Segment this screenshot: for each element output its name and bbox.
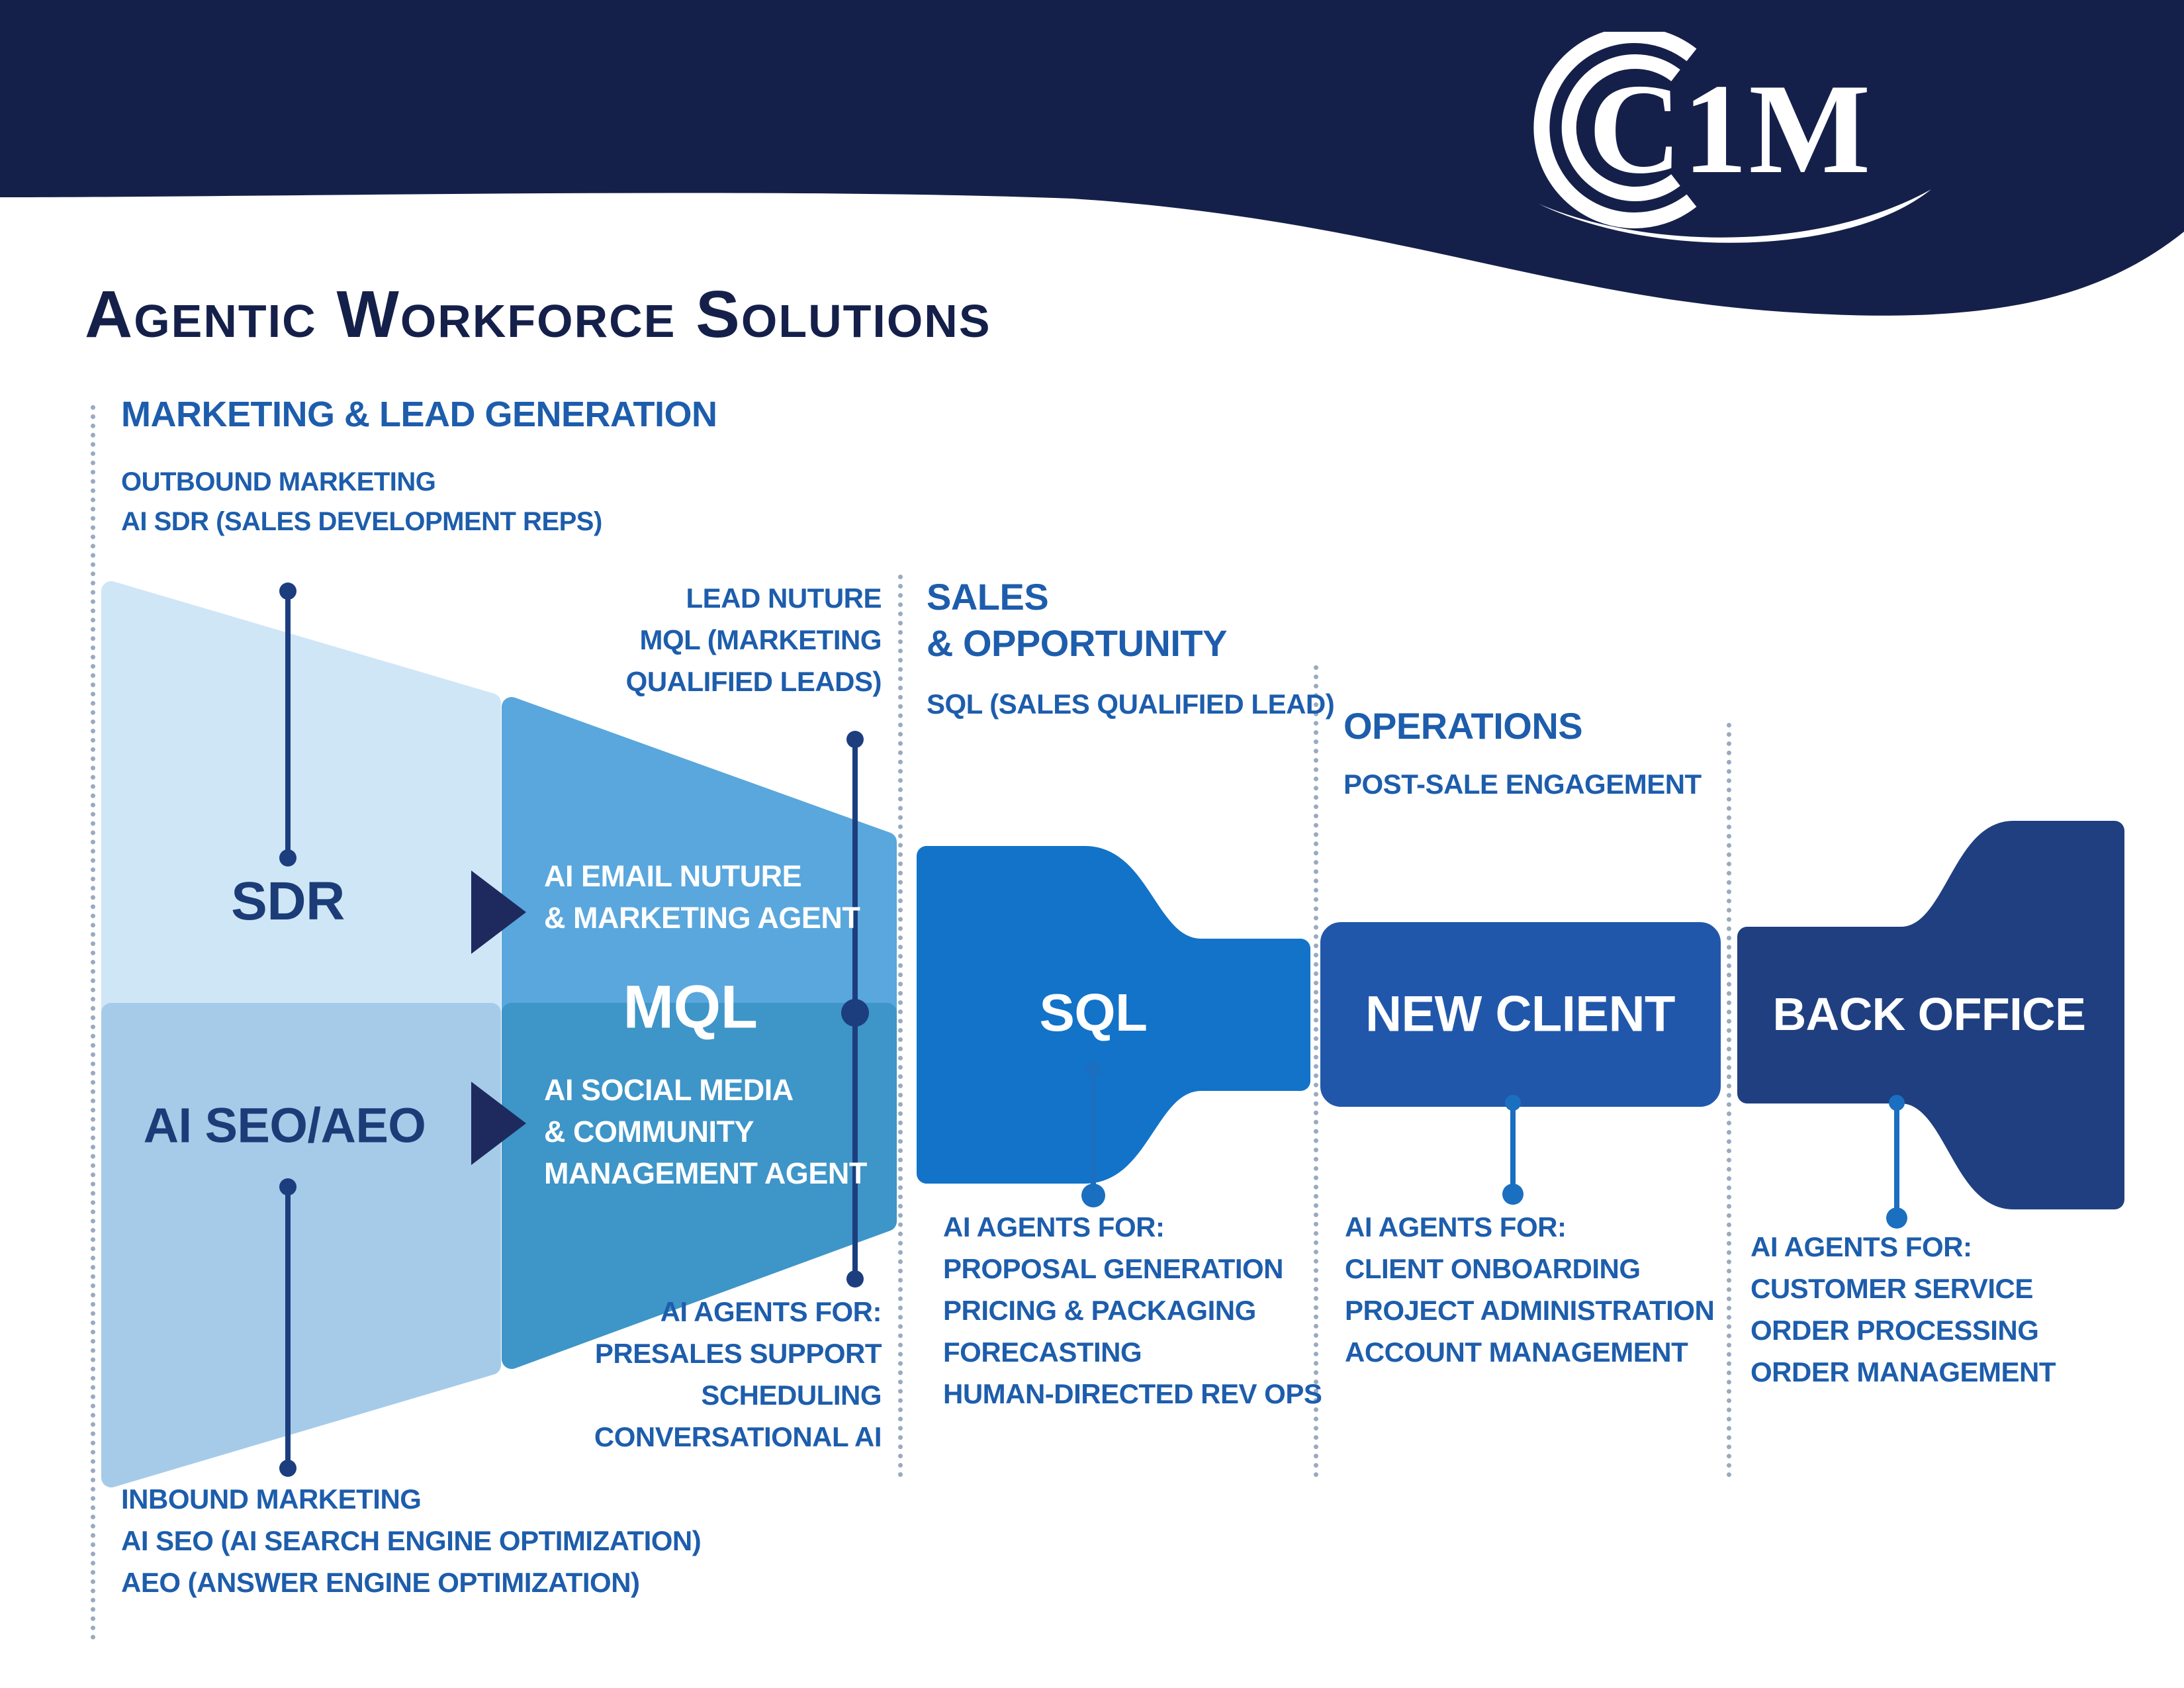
agents-heading: AI AGENTS FOR:	[943, 1211, 1165, 1243]
agents-item: HUMAN-DIRECTED REV OPS	[943, 1378, 1322, 1409]
sdr-shape	[101, 581, 501, 1023]
lead-nurture-annotation: LEAD NUTURE MQL (MARKETING QUALIFIED LEA…	[549, 577, 882, 702]
sql-agents-block: AI AGENTS FOR: PROPOSAL GENERATION PRICI…	[943, 1206, 1322, 1415]
divider-marketing-left	[91, 405, 95, 1640]
seo-connector	[279, 1178, 296, 1477]
c1m-logo: C1M	[1533, 32, 1931, 243]
mql-bottom-agent-text: AI SOCIAL MEDIA & COMMUNITY MANAGEMENT A…	[544, 1073, 867, 1190]
inbound-line: AEO (ANSWER ENGINE OPTIMIZATION)	[121, 1567, 640, 1598]
new-client-shape	[1320, 922, 1721, 1107]
logo-inner-crescent-icon	[1561, 54, 1680, 201]
new-client-agents-block: AI AGENTS FOR: CLIENT ONBOARDING PROJECT…	[1345, 1206, 1715, 1373]
sales-detail: SQL (SALES QUALIFIED LEAD)	[927, 688, 1335, 720]
agents-heading: AI AGENTS FOR:	[1345, 1211, 1567, 1243]
divider-backoffice-left	[1727, 723, 1731, 1477]
seo-aeo-label: AI SEO/AEO	[143, 1098, 426, 1153]
marketing-subheading: OUTBOUND MARKETING	[121, 467, 436, 496]
lead-nurture-heading: LEAD NUTURE	[686, 583, 882, 614]
marketing-heading: MARKETING & LEAD GENERATION	[121, 395, 717, 434]
agents-item: SCHEDULING	[701, 1380, 882, 1411]
agents-item: PRESALES SUPPORT	[594, 1338, 882, 1369]
lead-nurture-detail: MQL (MARKETING QUALIFIED LEADS)	[625, 624, 882, 697]
logo-wave-swoosh-icon	[1539, 189, 1931, 243]
back-office-label: BACK OFFICE	[1772, 988, 2086, 1040]
sql-connector	[1081, 1061, 1105, 1207]
mql-label: MQL	[623, 973, 758, 1041]
sdr-label: SDR	[231, 871, 345, 931]
presales-agents-block: AI AGENTS FOR: PRESALES SUPPORT SCHEDULI…	[549, 1291, 882, 1458]
logo-wordmark: C1M	[1588, 58, 1872, 201]
inbound-line: AI SEO (AI SEARCH ENGINE OPTIMIZATION)	[121, 1525, 702, 1556]
agents-item: CLIENT ONBOARDING	[1345, 1253, 1641, 1284]
divider-sales-left	[898, 575, 903, 1477]
sales-heading: SALES & OPPORTUNITY	[927, 576, 1227, 664]
agents-item: CONVERSATIONAL AI	[594, 1421, 882, 1452]
operations-detail: POST-SALE ENGAGEMENT	[1343, 769, 1702, 800]
inbound-marketing-block: INBOUND MARKETING AI SEO (AI SEARCH ENGI…	[121, 1478, 702, 1603]
logo-outer-crescent-icon	[1533, 32, 1697, 228]
seo-aeo-shape	[101, 1003, 501, 1487]
divider-operations-left	[1314, 665, 1318, 1477]
inbound-heading: INBOUND MARKETING	[121, 1483, 422, 1515]
agents-item: FORECASTING	[943, 1336, 1142, 1368]
page-title: Agentic Workforce Solutions	[85, 277, 991, 352]
new-client-label: NEW CLIENT	[1365, 986, 1675, 1043]
back-office-connector	[1886, 1095, 1907, 1229]
mql-top-agent-text: AI EMAIL NUTURE & MARKETING AGENT	[544, 859, 860, 935]
agents-item: PROPOSAL GENERATION	[943, 1253, 1284, 1284]
agents-item: PROJECT ADMINISTRATION	[1345, 1295, 1715, 1326]
back-office-agents-block: AI AGENTS FOR: CUSTOMER SERVICE ORDER PR…	[1751, 1226, 2056, 1393]
agents-heading: AI AGENTS FOR:	[1751, 1231, 1972, 1262]
operations-heading: OPERATIONS	[1343, 705, 1583, 747]
agents-item: ORDER PROCESSING	[1751, 1315, 2039, 1346]
arrow-right-icon	[471, 870, 526, 954]
mql-connector	[841, 731, 869, 1288]
agents-item: PRICING & PACKAGING	[943, 1295, 1256, 1326]
banner-wave-shape	[0, 0, 2184, 316]
mql-bottom-shape	[502, 1003, 897, 1369]
marketing-detail: AI SDR (SALES DEVELOPMENT REPS)	[121, 507, 602, 536]
agents-item: ORDER MANAGEMENT	[1751, 1356, 2056, 1387]
header-banner	[0, 0, 2184, 316]
agents-item: ACCOUNT MANAGEMENT	[1345, 1336, 1688, 1368]
agents-heading: AI AGENTS FOR:	[660, 1296, 882, 1327]
sql-label: SQL	[1039, 983, 1148, 1042]
sdr-connector	[279, 583, 296, 867]
back-office-shape	[1737, 821, 2124, 1209]
sql-shape	[917, 846, 1310, 1184]
arrow-right-icon	[471, 1082, 526, 1165]
new-client-connector	[1502, 1095, 1524, 1205]
agents-item: CUSTOMER SERVICE	[1751, 1273, 2033, 1304]
